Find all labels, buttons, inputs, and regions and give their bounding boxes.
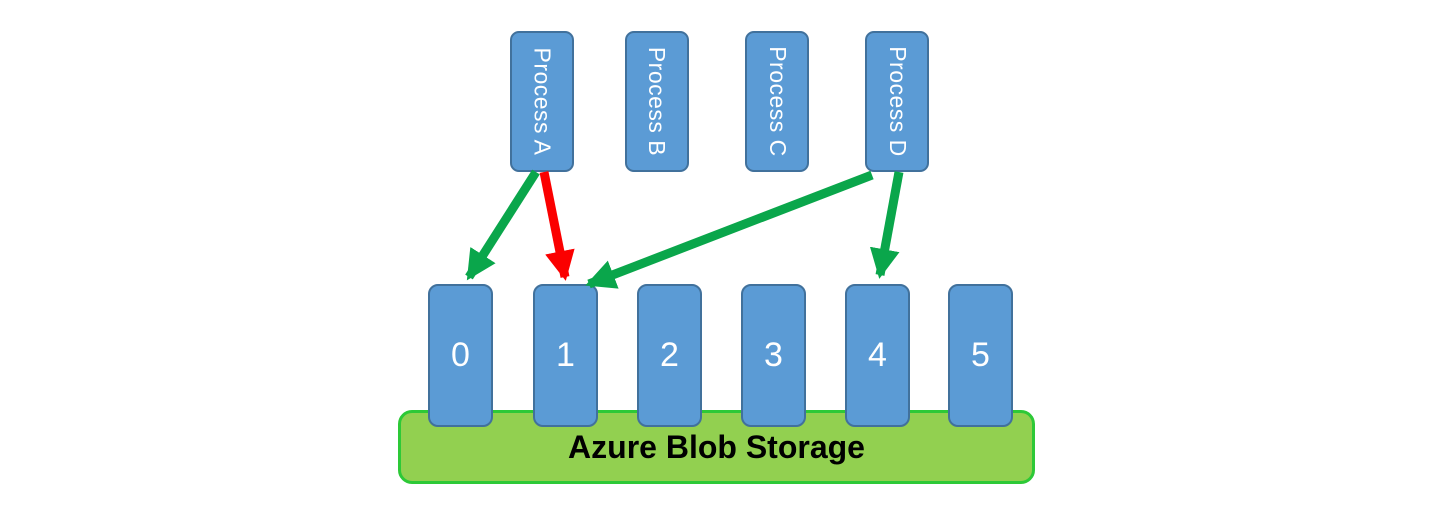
blob-5-label: 5	[971, 336, 990, 374]
blob-block-2: 2	[637, 284, 702, 427]
azure-blob-storage-label: Azure Blob Storage	[568, 428, 865, 465]
arrow-process-a-to-blob-0	[465, 169, 540, 281]
blob-4-label: 4	[868, 336, 887, 374]
arrow-process-a-to-blob-1	[539, 171, 575, 281]
azure-blob-storage-bar: Azure Blob Storage	[398, 410, 1035, 484]
process-d-label: Process D	[884, 46, 911, 157]
process-a-node: Process A	[510, 31, 574, 172]
blob-0-label: 0	[451, 336, 470, 374]
blob-3-label: 3	[764, 336, 783, 374]
arrow-process-d-to-blob-4	[869, 171, 904, 279]
blob-block-5: 5	[948, 284, 1013, 427]
blob-1-label: 1	[556, 336, 575, 374]
blob-block-0: 0	[428, 284, 493, 427]
process-c-label: Process C	[764, 46, 791, 157]
process-b-node: Process B	[625, 31, 689, 172]
blob-block-1: 1	[533, 284, 598, 427]
process-a-label: Process A	[529, 47, 556, 156]
process-d-node: Process D	[865, 31, 929, 172]
process-b-label: Process B	[644, 46, 671, 157]
blob-2-label: 2	[660, 336, 679, 374]
arrow-process-d-to-blob-1	[585, 170, 874, 289]
blob-block-3: 3	[741, 284, 806, 427]
blob-block-4: 4	[845, 284, 910, 427]
process-c-node: Process C	[745, 31, 809, 172]
